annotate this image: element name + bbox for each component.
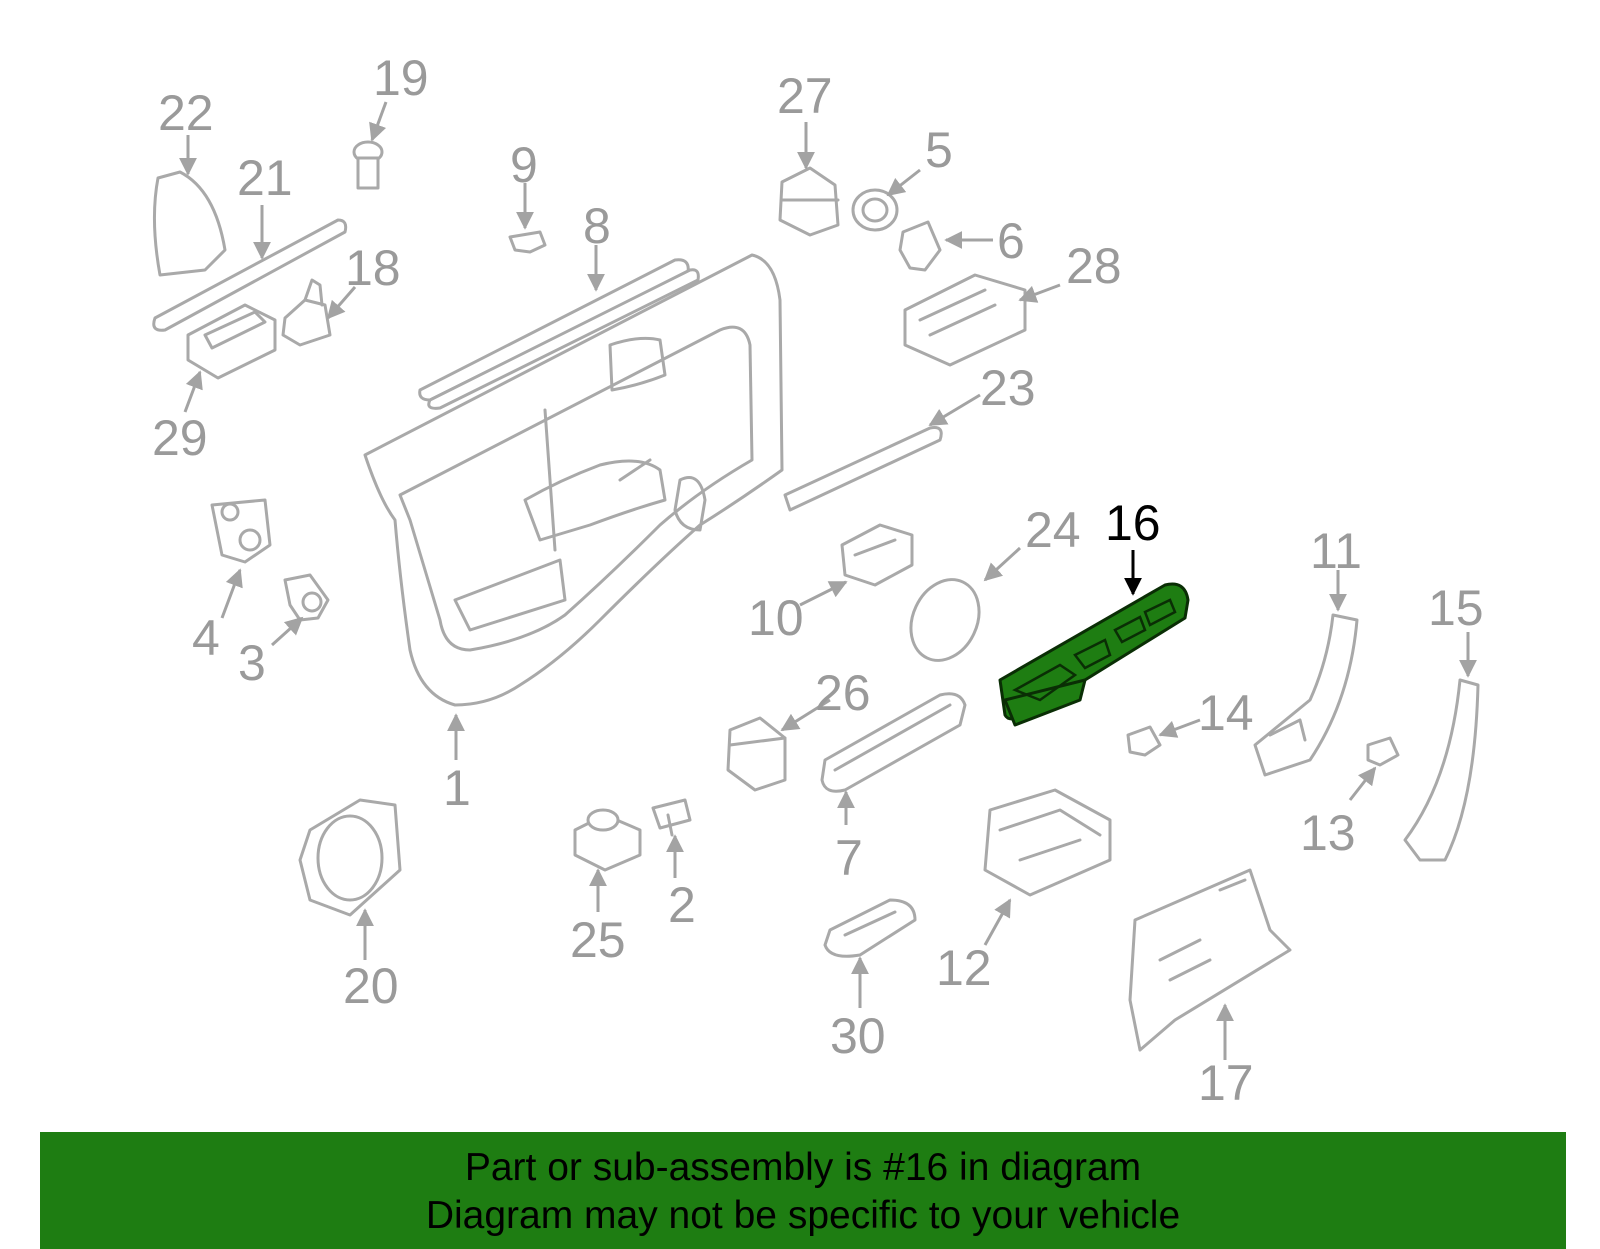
callout-17: 17: [1198, 1055, 1254, 1111]
part-21-weatherstrip: [152, 218, 348, 332]
callout-8: 8: [583, 198, 611, 254]
callout-13: 13: [1300, 805, 1356, 861]
part-3-clip: [283, 573, 330, 622]
part-22-corner-trim: [152, 170, 227, 277]
callout-7: 7: [835, 830, 863, 886]
callout-21: 21: [237, 150, 293, 206]
callout-16: 16: [1105, 495, 1161, 551]
callout-28: 28: [1066, 238, 1122, 294]
part-5-ring: [851, 188, 899, 232]
part-30-handle-bezel: [823, 898, 917, 958]
callout-2: 2: [668, 877, 696, 933]
part-26-switch: [726, 716, 787, 792]
part-18-bracket: [281, 278, 332, 347]
banner-line-disclaimer: Diagram may not be specific to your vehi…: [425, 1194, 1181, 1237]
part-25-switch-knob: [573, 808, 642, 872]
part-27-switch: [778, 166, 840, 237]
part-24-seal-ring: [909, 578, 981, 662]
part-12-housing: [983, 788, 1112, 897]
part-9-clip: [508, 230, 547, 254]
part-6-connector: [898, 220, 942, 272]
part-7-pull-handle: [820, 692, 967, 793]
callout-1: 1: [443, 760, 471, 816]
banner-line-part-number: Part or sub-assembly is #16 in diagram: [464, 1146, 1142, 1189]
part-8-trim-strip: [427, 268, 700, 410]
part-23-seal-strip: [783, 426, 943, 512]
callout-12: 12: [936, 940, 992, 996]
callout-14: 14: [1198, 685, 1254, 741]
part-14-clip: [1126, 725, 1162, 757]
callout-25: 25: [570, 912, 626, 968]
callout-6: 6: [997, 213, 1025, 269]
callout-26: 26: [815, 665, 871, 721]
callout-23: 23: [980, 360, 1036, 416]
info-banner: Part or sub-assembly is #16 in diagram D…: [40, 1132, 1566, 1249]
callout-15: 15: [1428, 580, 1484, 636]
part-4-bracket: [210, 498, 272, 564]
part-15-trim: [1403, 678, 1480, 862]
part-17-pocket-trim: [1128, 868, 1292, 1052]
callout-4: 4: [192, 610, 220, 666]
callout-22: 22: [158, 85, 214, 141]
part-10-bracket: [840, 523, 914, 587]
callout-20: 20: [343, 958, 399, 1014]
part-19-push-pin: [352, 140, 384, 190]
part-28-master-switch: [903, 273, 1027, 367]
part-11-handle-bracket: [1253, 613, 1359, 777]
callout-9: 9: [510, 137, 538, 193]
part-2-screw: [651, 798, 692, 837]
callout-24: 24: [1025, 502, 1081, 558]
callout-3: 3: [238, 635, 266, 691]
callout-10: 10: [748, 590, 804, 646]
part-1-door-trim-panel: [363, 253, 784, 707]
callout-30: 30: [830, 1008, 886, 1064]
part-20-speaker-bracket: [298, 798, 402, 917]
part-13-clip: [1366, 736, 1400, 767]
part-16-armrest-bezel: [998, 582, 1190, 727]
callout-29: 29: [152, 410, 208, 466]
callout-19: 19: [373, 50, 429, 106]
callout-5: 5: [925, 122, 953, 178]
part-29-switch: [186, 303, 277, 380]
callout-18: 18: [345, 240, 401, 296]
callout-27: 27: [777, 68, 833, 124]
callout-11: 11: [1310, 523, 1362, 579]
